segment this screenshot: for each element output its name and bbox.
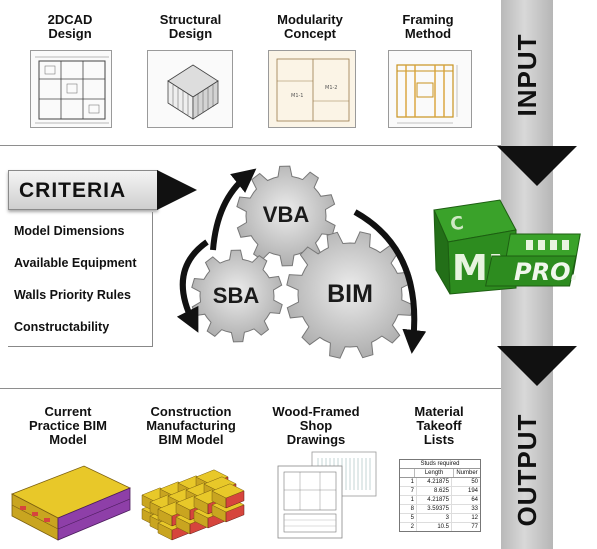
input-label: INPUT (512, 33, 542, 117)
criteria-bracket (152, 212, 153, 346)
criteria-item-available-equipment: Available Equipment (14, 256, 137, 270)
current-bim-model (11, 465, 131, 541)
takeoff-header: Studs required (400, 460, 480, 469)
takeoff-cell: 33 (451, 505, 480, 513)
input-title-framing: Framing Method (402, 12, 454, 41)
takeoff-cell: 194 (451, 487, 480, 495)
gear-label-vba: VBA (262, 202, 310, 227)
arrow-to-vba (210, 168, 257, 251)
takeoff-cell: 4.21875 (416, 496, 451, 504)
takeoff-cell: 1 (410, 479, 414, 485)
gear-sba-icon (191, 249, 283, 343)
takeoff-cell: 64 (451, 496, 480, 504)
criteria-arrow (157, 170, 197, 210)
module-label-2: M1-2 (325, 85, 337, 91)
mmc-pro-logo: C MM PRO. (433, 199, 581, 295)
output-title-takeoff: Material Takeoff Lists (414, 404, 464, 447)
svg-text:C: C (449, 213, 465, 236)
shop-drawings (277, 451, 377, 539)
takeoff-cell: 10.5 (416, 523, 451, 531)
gear-label-sba: SBA (212, 283, 260, 308)
output-title-shop-drawings: Wood-Framed Shop Drawings (272, 404, 360, 447)
criteria-bracket-bottom (8, 346, 153, 347)
down-arrow-top (497, 146, 577, 186)
takeoff-cell: 1 (410, 497, 414, 503)
criteria-item-model-dimensions: Model Dimensions (14, 224, 125, 238)
thumb-structural (147, 50, 233, 128)
takeoff-col-length: Length (414, 469, 453, 477)
output-divider (0, 388, 501, 389)
takeoff-cell: 5 (410, 515, 414, 521)
input-title-modularity: Modularity Concept (277, 12, 343, 41)
gear-cycle-diagram (176, 165, 427, 359)
construction-bim-model (141, 469, 245, 541)
input-divider (0, 145, 501, 146)
takeoff-cell: 2 (410, 524, 414, 530)
arrow-to-sba (176, 239, 209, 333)
criteria-label: CRITERIA (19, 179, 127, 202)
module-box-upper-11 (211, 483, 245, 509)
takeoff-cell: 8 (410, 506, 414, 512)
input-title-structural: Structural Design (159, 12, 222, 41)
logo-pro: PRO. (514, 258, 579, 286)
output-label: OUTPUT (512, 413, 542, 527)
output-title-current-bim: Current Practice BIM Model (28, 404, 108, 447)
criteria-box: CRITERIA (8, 170, 158, 210)
arrow-to-bim (353, 209, 427, 354)
output-title-construction-bim: Construction Manufacturing BIM Model (146, 404, 236, 447)
gear-label-bim: BIM (327, 280, 373, 308)
down-arrow-bottom (497, 346, 577, 386)
thumb-framing (388, 50, 472, 128)
takeoff-cell: 50 (451, 478, 480, 486)
takeoff-cell: 8.625 (416, 487, 451, 495)
takeoff-cell: 3 (416, 514, 451, 522)
criteria-item-constructability: Constructability (14, 320, 110, 334)
criteria-item-walls-priority-rules: Walls Priority Rules (14, 288, 131, 302)
takeoff-col-number: Number (453, 469, 480, 477)
thumb-2dcad (30, 50, 112, 128)
gear-bim-icon (286, 231, 414, 359)
takeoff-cell: 7 (410, 488, 414, 494)
takeoff-cell: 3.59375 (416, 505, 451, 513)
input-title-2dcad: 2DCAD Design (47, 12, 93, 41)
thumb-modularity: M1-1 M1-2 (268, 50, 356, 128)
takeoff-cell: 4.21875 (416, 478, 451, 486)
takeoff-cell: 77 (451, 523, 480, 531)
takeoff-cell: 12 (451, 514, 480, 522)
module-label-1: M1-1 (291, 93, 303, 99)
